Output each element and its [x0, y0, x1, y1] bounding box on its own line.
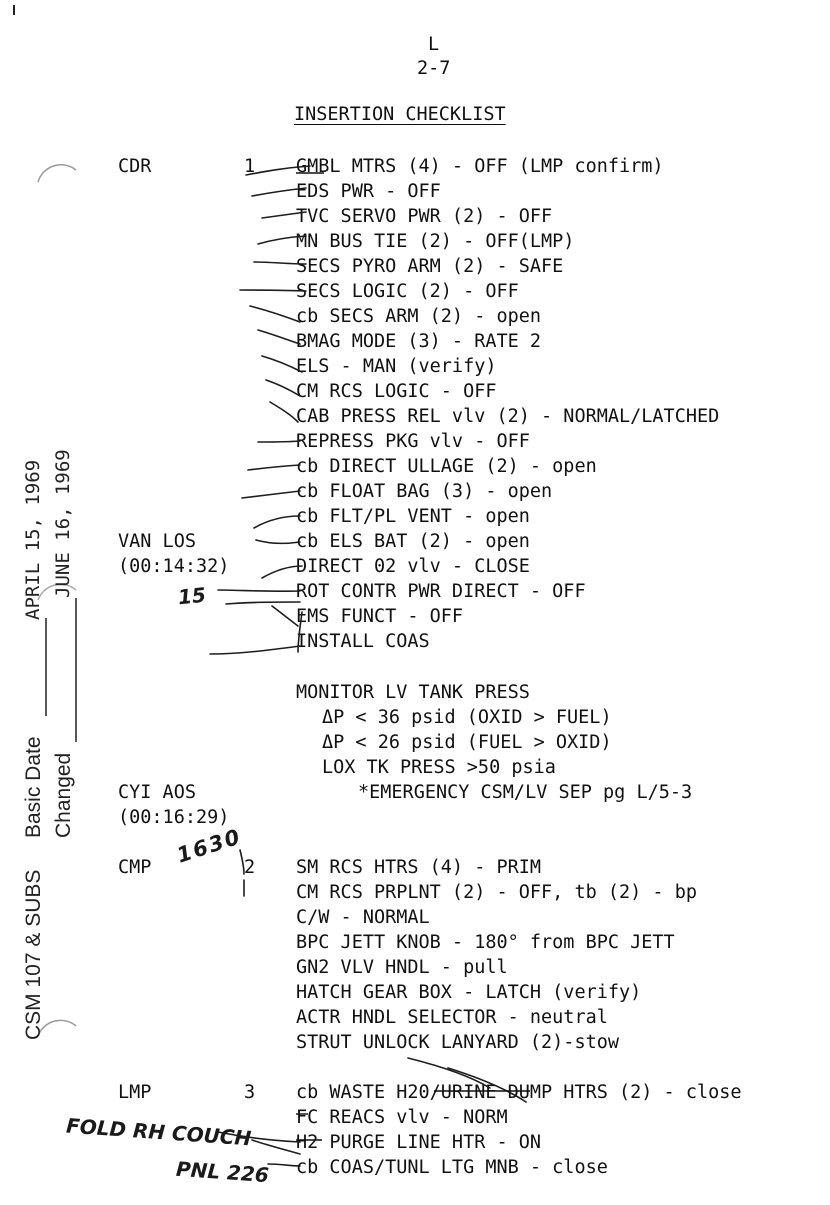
checklist-item: CAB PRESS REL vlv (2) - NORMAL/LATCHED	[296, 406, 720, 427]
checklist-item: DIRECT 02 vlv - CLOSE	[296, 556, 530, 577]
checklist-item: INSTALL COAS	[296, 631, 430, 652]
checklist-item: cb DIRECT ULLAGE (2) - open	[296, 456, 597, 477]
checklist-item: BPC JETT KNOB - 180° from BPC JETT	[296, 932, 675, 953]
cdr-step-number: 1	[244, 156, 256, 177]
page-letter: L	[428, 34, 440, 55]
monitor-line: ΔP < 36 psid (OXID > FUEL)	[322, 707, 612, 728]
van-los-time: (00:14:32)	[118, 556, 230, 577]
checklist-item: cb COAS/TUNL LTG MNB - close	[296, 1157, 608, 1178]
checklist-item: ROT CONTR PWR DIRECT - OFF	[296, 581, 586, 602]
checklist-item: H2 PURGE LINE HTR - ON	[296, 1132, 542, 1153]
checklist-item: REPRESS PKG vlv - OFF	[296, 431, 530, 452]
checklist-item: STRUT UNLOCK LANYARD (2)-stow	[296, 1032, 620, 1053]
monitor-heading: MONITOR LV TANK PRESS	[296, 682, 530, 703]
checklist-item: C/W - NORMAL	[296, 907, 430, 928]
checklist-item: SM RCS HTRS (4) - PRIM	[296, 857, 542, 878]
checklist-item: cb WASTE H20/URINE DUMP HTRS (2) - close	[296, 1082, 742, 1103]
checklist-item: cb FLOAT BAG (3) - open	[296, 481, 553, 502]
emergency-note: *EMERGENCY CSM/LV SEP pg L/5-3	[358, 782, 693, 803]
checklist-item: FC REACS vlv - NORM	[296, 1107, 508, 1128]
checklist-item: MN BUS TIE (2) - OFF(LMP)	[296, 231, 575, 252]
checklist-item: CM RCS LOGIC - OFF	[296, 381, 497, 402]
lmp-role-label: LMP	[118, 1082, 152, 1103]
checklist-item: HATCH GEAR BOX - LATCH (verify)	[296, 982, 642, 1003]
cdr-role-label: CDR	[118, 156, 152, 177]
cmp-role-label: CMP	[118, 857, 152, 878]
checklist-item: ACTR HNDL SELECTOR - neutral	[296, 1007, 608, 1028]
checklist-item: ELS - MAN (verify)	[296, 356, 497, 377]
checklist-item: BMAG MODE (3) - RATE 2	[296, 331, 542, 352]
lmp-step-number: 3	[244, 1082, 256, 1103]
checklist-item: cb ELS BAT (2) - open	[296, 531, 530, 552]
checklist-item: SECS PYRO ARM (2) - SAFE	[296, 256, 564, 277]
checklist-item: TVC SERVO PWR (2) - OFF	[296, 206, 553, 227]
checklist-item: EDS PWR - OFF	[296, 181, 441, 202]
page-title: INSERTION CHECKLIST	[294, 104, 506, 125]
checklist-item: EMS FUNCT - OFF	[296, 606, 464, 627]
cmp-step-number: 2	[244, 857, 256, 878]
checklist-item: CM RCS PRPLNT (2) - OFF, tb (2) - bp	[296, 882, 697, 903]
cyi-aos-time: (00:16:29)	[118, 807, 230, 828]
van-los-label: VAN LOS	[118, 531, 196, 552]
checklist-item: GMBL MTRS (4) - OFF (LMP confirm)	[296, 156, 664, 177]
checklist-item: cb FLT/PL VENT - open	[296, 506, 530, 527]
checklist-item: GN2 VLV HNDL - pull	[296, 957, 508, 978]
checklist-item: SECS LOGIC (2) - OFF	[296, 281, 519, 302]
checklist-item: cb SECS ARM (2) - open	[296, 306, 542, 327]
monitor-line: LOX TK PRESS >50 psia	[322, 757, 556, 778]
cyi-aos-label: CYI AOS	[118, 782, 196, 803]
monitor-line: ΔP < 26 psid (FUEL > OXID)	[322, 732, 612, 753]
page-number: 2-7	[417, 58, 451, 79]
